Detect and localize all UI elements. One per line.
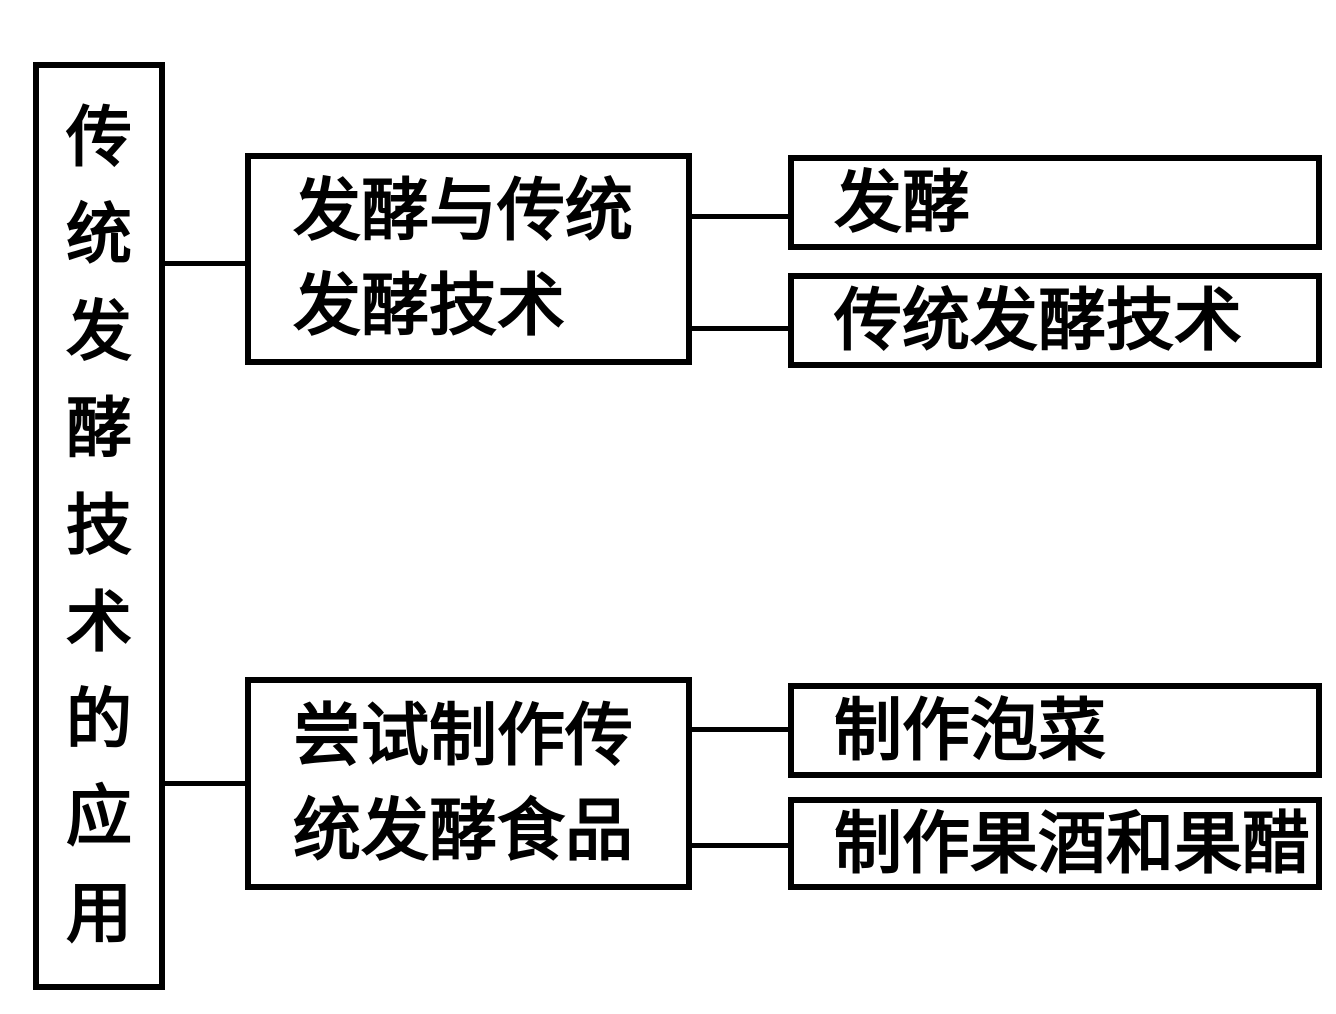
- root-label: 传统发酵技术的应用: [66, 101, 132, 951]
- branch-box-fermentation-and-traditional-tech: 发酵与传统 发酵技术: [245, 153, 692, 365]
- connector-branch-2-to-leaf-4: [692, 843, 788, 848]
- connector-branch-1-to-leaf-2: [692, 326, 788, 331]
- connector-branch-1-to-leaf-1: [692, 214, 788, 219]
- branch-label-line-1: 发酵与传统: [293, 173, 634, 249]
- leaf-label: 发酵: [834, 164, 971, 241]
- connector-root-to-branch-2: [165, 781, 245, 786]
- leaf-box-fermentation: 发酵: [788, 155, 1322, 250]
- leaf-label: 制作泡菜: [834, 692, 1107, 769]
- leaf-label: 制作果酒和果醋: [834, 805, 1311, 882]
- leaf-label: 传统发酵技术: [834, 282, 1243, 359]
- branch-label-line-1: 尝试制作传: [293, 697, 634, 774]
- branch-box-make-fermented-foods: 尝试制作传 统发酵食品: [245, 677, 692, 890]
- connector-root-to-branch-1: [165, 261, 245, 266]
- branch-label-line-2: 统发酵食品: [293, 792, 634, 869]
- leaf-box-making-pickles: 制作泡菜: [788, 683, 1322, 778]
- leaf-box-traditional-fermentation-tech: 传统发酵技术: [788, 273, 1322, 368]
- branch-label-line-2: 发酵技术: [293, 268, 566, 344]
- branch-label: 发酵与传统 发酵技术: [251, 164, 633, 354]
- root-box: 传统发酵技术的应用: [33, 62, 165, 990]
- leaf-box-making-fruit-wine-and-vinegar: 制作果酒和果醋: [788, 797, 1322, 890]
- branch-label: 尝试制作传 统发酵食品: [251, 689, 633, 879]
- connector-branch-2-to-leaf-3: [692, 727, 788, 732]
